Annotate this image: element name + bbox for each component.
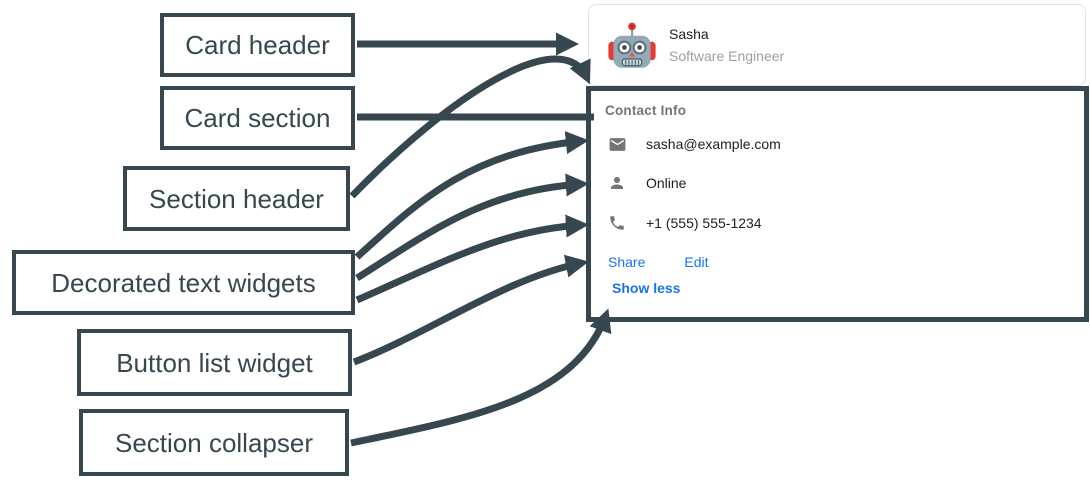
person-icon	[607, 174, 627, 192]
card-section: Contact Info sasha@example.com Online +1…	[586, 86, 1089, 322]
arrow-decorated-status	[355, 173, 589, 281]
email-icon	[607, 135, 627, 154]
section-collapser: Show less	[612, 280, 680, 298]
show-less-button[interactable]: Show less	[612, 280, 681, 296]
label-section-collapser: Section collapser	[79, 409, 349, 476]
card-header: Sasha Software Engineer	[588, 4, 1086, 86]
identity-block: Sasha Software Engineer	[669, 26, 784, 64]
decorated-text-status: Online	[607, 172, 686, 194]
section-header-title: Contact Info	[605, 103, 687, 118]
edit-button[interactable]: Edit	[684, 254, 709, 270]
arrow-button-list	[352, 254, 589, 366]
phone-text: +1 (555) 555-1234	[646, 215, 762, 231]
button-list: Share Edit	[608, 251, 708, 273]
decorated-text-phone: +1 (555) 555-1234	[607, 212, 762, 234]
person-subtitle: Software Engineer	[669, 48, 785, 64]
robot-avatar-icon	[608, 22, 656, 68]
arrow-section-collapser	[350, 308, 612, 447]
label-button-list-widget: Button list widget	[77, 329, 352, 396]
share-button[interactable]: Share	[608, 254, 646, 270]
label-section-header: Section header	[123, 166, 350, 231]
label-card-section: Card section	[160, 86, 355, 150]
decorated-text-email: sasha@example.com	[607, 133, 781, 155]
label-card-header: Card header	[160, 13, 355, 77]
arrow-decorated-phone	[355, 214, 589, 304]
label-decorated-text-widgets: Decorated text widgets	[12, 250, 355, 315]
status-text: Online	[646, 175, 687, 191]
arrow-section-header	[349, 55, 591, 199]
arrow-decorated-email	[354, 131, 589, 260]
phone-icon	[607, 214, 627, 232]
email-text: sasha@example.com	[646, 136, 781, 152]
person-name: Sasha	[669, 26, 709, 42]
